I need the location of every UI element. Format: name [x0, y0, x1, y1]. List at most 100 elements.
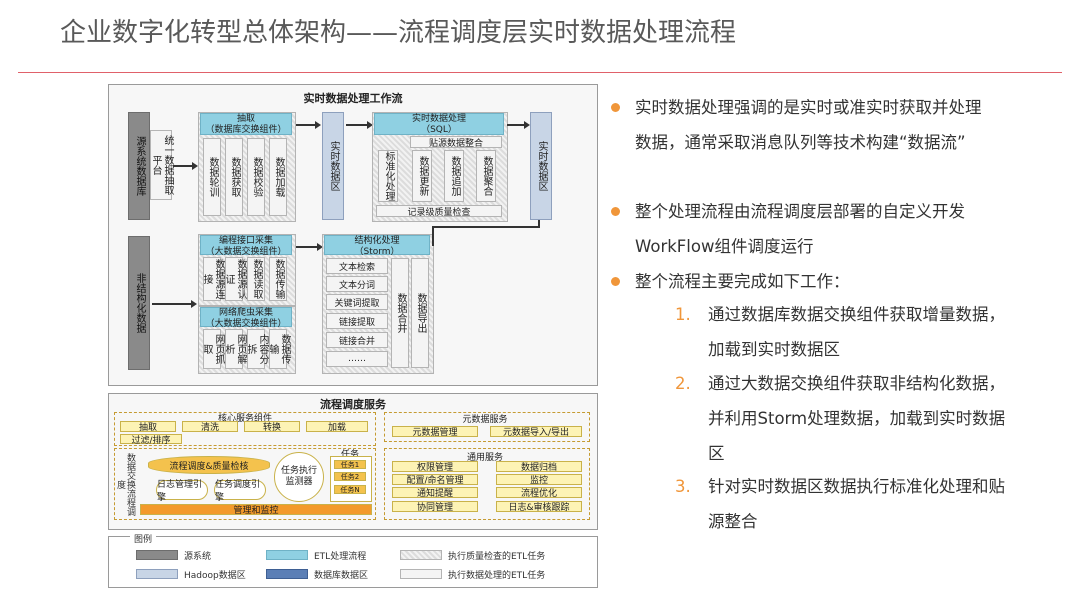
common-service-item: 监控	[496, 474, 582, 486]
step-number: 2.	[675, 374, 691, 393]
extract-header: 抽取 （数据库交换组件）	[200, 113, 292, 135]
crawler-step: 数据传输	[267, 329, 290, 369]
extract-title: 抽取	[236, 114, 255, 124]
bullet-item: 整个处理流程由流程调度层部署的自定义开发WorkFlow组件调度运行	[611, 194, 995, 264]
legend-label: 执行数据处理的ETL任务	[448, 571, 546, 581]
task-engine: 任务调度引擎	[214, 480, 266, 503]
core-service-item: 清洗	[182, 421, 238, 433]
legend-label: Hadoop数据区	[184, 571, 246, 581]
structured-step: ……	[326, 351, 388, 367]
api-collect-header: 编程接口采集 （大数据交换组件）	[200, 235, 292, 257]
common-service-item: 数据归档	[496, 461, 582, 473]
structured-step: 链接提取	[326, 313, 388, 329]
step-text: 针对实时数据区数据执行标准化处理和贴源整合	[708, 477, 1005, 531]
exchange-scheduling-label: 数据交换流程调度	[115, 452, 135, 516]
structured-step: 关键词提取	[326, 294, 388, 310]
record-quality-check: 记录级质量检查	[376, 205, 502, 218]
core-service-item: 转换	[244, 421, 300, 433]
flow-arrow	[507, 121, 530, 129]
realtime-proc-header: 实时数据处理 （SQL）	[374, 113, 504, 135]
api-collect-subtitle: （大数据交换组件）	[205, 247, 287, 257]
step-text: 通过大数据交换组件获取非结构化数据，并利用Storm处理数据，加载到实时数据区	[708, 374, 1006, 463]
flow-arrow	[296, 243, 323, 251]
source-db: 源系统数据库	[128, 112, 150, 220]
task-item: 任务2	[334, 472, 366, 481]
data-export: 数据导出	[411, 258, 429, 368]
slide-title: 企业数字化转型总体架构——流程调度层实时数据处理流程	[60, 18, 737, 48]
core-service-group	[114, 412, 376, 446]
legend-label: ETL处理流程	[314, 552, 367, 562]
structured-proc-header: 结构化处理 （Storm）	[324, 235, 430, 257]
common-service-item: 配置/命名管理	[392, 474, 478, 486]
structured-title: 结构化处理	[354, 236, 400, 246]
api-collect-step: 数据源认证	[223, 257, 246, 301]
core-service-item: 过滤/排序	[120, 434, 182, 446]
core-service-item: 抽取	[120, 421, 176, 433]
legend-title: 图例	[130, 532, 157, 545]
api-collect-step: 数据源连接	[201, 257, 224, 301]
common-service-group	[384, 448, 590, 520]
structured-step: 文本分词	[326, 276, 388, 292]
legend-swatch-db	[266, 569, 308, 579]
legend-swatch-hadoop	[136, 569, 178, 579]
connector-line	[538, 220, 540, 228]
exchange-scheduling-group	[114, 448, 376, 520]
step-number: 3.	[675, 477, 691, 496]
bullet-item: 实时数据处理强调的是实时或准实时获取并处理数据，通常采取消息队列等技术构建“数据…	[611, 90, 995, 160]
realtime-proc-step: 数据聚合	[476, 150, 496, 202]
meta-service-item: 元数据管理	[392, 426, 478, 438]
common-service-item: 流程优化	[496, 487, 582, 499]
scheduling-title: 流程调度服务	[320, 398, 386, 411]
crawler-step: 网页抓取	[201, 329, 224, 369]
workflow-title: 实时数据处理工作流	[303, 92, 403, 105]
legend-label: 数据库数据区	[314, 571, 369, 581]
task-item: 任务N	[334, 485, 366, 494]
crawler-title: 网络爬虫采集	[218, 308, 273, 318]
meta-service-title: 元数据服务	[462, 415, 508, 425]
data-merge: 数据合并	[391, 258, 409, 368]
common-service-item: 权限管理	[392, 461, 478, 473]
manage-monitor-bar: 管理和监控	[140, 504, 372, 516]
legend-label: 执行质量检查的ETL任务	[448, 552, 546, 562]
extract-step: 数据轮训	[203, 138, 221, 216]
extract-subtitle: （数据库交换组件）	[205, 125, 287, 135]
title-divider	[18, 72, 1062, 73]
extract-step: 数据校验	[247, 138, 265, 216]
core-service-title: 核心服务组件	[217, 414, 272, 424]
common-service-item: 通知提醒	[392, 487, 478, 499]
realtime-proc-title: 实时数据处理	[411, 114, 466, 124]
realtime-proc-step: 数据追加	[444, 150, 464, 202]
step-number: 1.	[675, 305, 691, 324]
api-collect-step: 数据传输	[269, 257, 287, 301]
realtime-proc-step: 标准化处理	[378, 150, 398, 202]
flow-arrow	[152, 300, 197, 308]
structured-subtitle: （Storm）	[354, 247, 400, 257]
realtime-data-zone: 实时数据区	[530, 112, 552, 220]
crawler-subtitle: （大数据交换组件）	[205, 319, 287, 329]
realtime-proc-step: 数据更新	[412, 150, 432, 202]
common-service-title: 通用服务	[466, 453, 503, 463]
bullet-text: 实时数据处理强调的是实时或准实时获取并处理数据，通常采取消息队列等技术构建“数据…	[635, 98, 982, 152]
flow-arrow	[173, 162, 198, 170]
crawler-step: 内容分拆	[245, 329, 268, 369]
stick-source-integration: 贴源数据整合	[410, 136, 502, 149]
common-service-item: 协同管理	[392, 501, 478, 513]
legend-swatch-etl	[266, 550, 308, 560]
extract-step: 数据获取	[225, 138, 243, 216]
crawler-header: 网络爬虫采集 （大数据交换组件）	[200, 307, 292, 329]
log-engine: 日志管理引擎	[156, 480, 208, 503]
bullet-dot-icon	[611, 103, 620, 112]
unstructured-data: 非结构化数据	[128, 236, 150, 370]
connector-line	[432, 226, 434, 246]
scheduling-engine: 流程调度&质量检核	[148, 456, 270, 474]
task-item: 任务1	[334, 460, 366, 469]
realtime-data-zone: 实时数据区	[322, 112, 344, 220]
bullet-text: 整个处理流程由流程调度层部署的自定义开发WorkFlow组件调度运行	[635, 202, 965, 256]
api-collect-step: 数据读取	[247, 257, 265, 301]
task-exec-monitor: 任务执行监测器	[274, 452, 324, 502]
api-collect-title: 编程接口采集	[218, 236, 273, 246]
bullet-item: 整个流程主要完成如下工作：	[611, 264, 995, 299]
structured-step: 链接合并	[326, 332, 388, 348]
legend-panel	[108, 536, 598, 588]
legend-swatch-processing	[400, 569, 442, 579]
